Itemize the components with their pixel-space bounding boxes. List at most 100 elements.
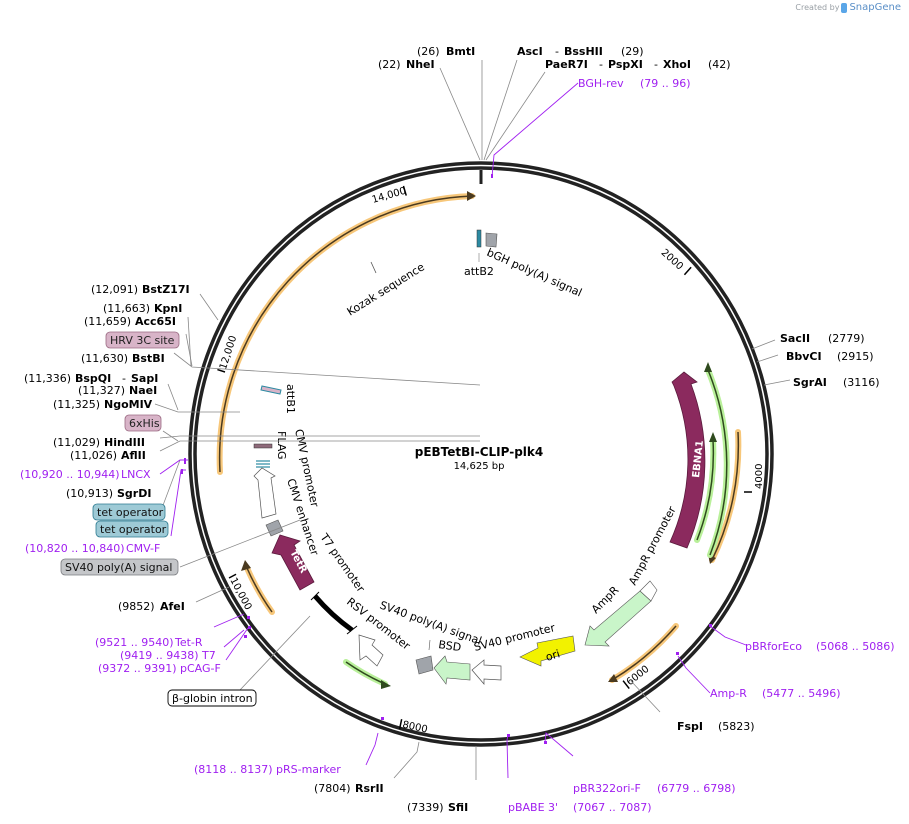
enzyme-nhei[interactable]: (22) NheI: [378, 58, 435, 71]
svg-text:-: -: [555, 45, 559, 58]
svg-text:(11,325): (11,325): [53, 398, 100, 411]
feature-label: EBNA1: [691, 440, 706, 479]
primer-lncx[interactable]: (10,920 .. 10,944)LNCX: [20, 468, 151, 481]
svg-text:BmtI: BmtI: [446, 45, 475, 58]
svg-text:pRS-marker: pRS-marker: [276, 763, 341, 776]
feature-sv40-promoter[interactable]: [471, 659, 502, 685]
label-hrv-3c-site[interactable]: HRV 3C site: [105, 331, 180, 349]
svg-text:(8118 .. 8137): (8118 .. 8137): [194, 763, 273, 776]
feature-ampr-promoter[interactable]: [639, 580, 658, 602]
feature-bgh-polya[interactable]: [485, 232, 498, 248]
svg-text:SgrAI: SgrAI: [793, 376, 827, 389]
svg-text:(10,913): (10,913): [66, 487, 113, 500]
svg-text:PspXI: PspXI: [608, 58, 643, 71]
tick-label: 4000: [754, 464, 765, 489]
enzyme-bspqi-sapi[interactable]: (11,336) BspQI - SapI: [24, 372, 158, 385]
svg-text:SgrDI: SgrDI: [117, 487, 151, 500]
enzyme-sfii[interactable]: (7339) SfiI: [407, 801, 468, 814]
label-tet-operator-1[interactable]: tet operator: [92, 503, 166, 521]
feature-flag[interactable]: [253, 443, 273, 449]
enzyme-sacii[interactable]: SacII (2779): [780, 332, 865, 345]
enzyme-paer7i-pspxi-xhoi[interactable]: PaeR7I - PspXI - XhoI (42): [545, 58, 731, 71]
orf-arc-orange-line: [218, 195, 473, 473]
feature-ampr[interactable]: [584, 580, 658, 647]
svg-text:RsrII: RsrII: [355, 782, 384, 795]
svg-text:AscI: AscI: [517, 45, 543, 58]
enzyme-hindiii[interactable]: (11,029) HindIII: [53, 436, 145, 449]
enzyme-acc65i[interactable]: (11,659) Acc65I: [84, 315, 176, 328]
primer-marks: [181, 174, 712, 744]
snapgene-credit: Created by SnapGene: [795, 2, 901, 13]
enzyme-naei[interactable]: (11,327) NaeI: [78, 384, 157, 397]
enzyme-labels: (22) NheI (26) BmtI AscI - BssHII (29) P…: [24, 45, 880, 814]
feature-attb1[interactable]: [260, 385, 282, 395]
svg-text:-: -: [654, 58, 658, 71]
primer-bgh-rev[interactable]: BGH-rev(79 .. 96): [578, 77, 691, 90]
primer-tet-r[interactable]: (9521 .. 9540)Tet-R: [95, 636, 203, 649]
feature-cmv-promoter[interactable]: [253, 467, 277, 519]
enzyme-asci-bsshii[interactable]: AscI - BssHII (29): [517, 45, 644, 58]
primer-amp-r[interactable]: Amp-R(5477 .. 5496): [710, 687, 841, 700]
enzyme-sgrai[interactable]: SgrAI (3116): [793, 376, 880, 389]
enzyme-afei[interactable]: (9852) AfeI: [118, 600, 185, 613]
primer-cmv-f[interactable]: (10,820 .. 10,840)CMV-F: [25, 542, 160, 555]
primer-prs-marker[interactable]: (8118 .. 8137)pRS-marker: [194, 763, 341, 776]
credit-prefix: Created by: [795, 3, 840, 12]
enzyme-fspi[interactable]: FspI (5823): [677, 720, 755, 733]
credit-brand: SnapGene: [849, 2, 901, 13]
enzyme-sgrdi[interactable]: (10,913) SgrDI: [66, 487, 151, 500]
svg-text:(7804): (7804): [314, 782, 351, 795]
label-beta-globin-intron[interactable]: β-globin intron: [167, 689, 257, 707]
svg-text:BstZ17I: BstZ17I: [142, 283, 190, 296]
svg-text:(22): (22): [378, 58, 401, 71]
svg-text:tet operator: tet operator: [100, 523, 167, 536]
label-tet-operator-2[interactable]: tet operator: [95, 520, 169, 538]
enzyme-bstbi[interactable]: (11,630) BstBI: [81, 352, 165, 365]
feature-rsv-bar[interactable]: [313, 594, 354, 633]
svg-text:BspQI: BspQI: [75, 372, 111, 385]
svg-text:(2779): (2779): [828, 332, 865, 345]
enzyme-bstz17i[interactable]: (12,091) BstZ17I: [91, 283, 190, 296]
svg-text:AfeI: AfeI: [160, 600, 185, 613]
arrowhead-icon: [709, 432, 717, 442]
enzyme-bbvci[interactable]: BbvCI (2915): [786, 350, 874, 363]
svg-text:AflII: AflII: [121, 449, 146, 462]
label-attb2: attB2: [464, 265, 494, 278]
feature-bsd[interactable]: [433, 655, 471, 685]
svg-text:SacII: SacII: [780, 332, 810, 345]
svg-text:CMV-F: CMV-F: [126, 542, 160, 555]
svg-text:(26): (26): [417, 45, 440, 58]
label-flag: FLAG: [275, 431, 288, 460]
feature-ebna1[interactable]: EBNA1: [669, 371, 706, 549]
primer-pbr322ori-f[interactable]: pBR322ori-F(6779 .. 6798): [573, 782, 736, 795]
svg-text:LNCX: LNCX: [121, 468, 151, 481]
enzyme-ngomiv[interactable]: (11,325) NgoMIV: [53, 398, 153, 411]
feature-ori[interactable]: ori: [519, 635, 576, 667]
label-6xhis[interactable]: 6xHis: [124, 414, 162, 432]
primer-pcag-f[interactable]: (9372 .. 9391)pCAG-F: [98, 662, 221, 675]
enzyme-aflii[interactable]: (11,026) AflII: [70, 449, 146, 462]
svg-text:(5823): (5823): [718, 720, 755, 733]
svg-text:(11,659): (11,659): [84, 315, 131, 328]
enzyme-rsrii[interactable]: (7804) RsrII: [314, 782, 384, 795]
primer-t7[interactable]: (9419 .. 9438)T7: [120, 649, 216, 662]
label-sv40-polya-signal[interactable]: SV40 poly(A) signal: [60, 558, 179, 576]
primer-pbrforeco[interactable]: pBRforEco(5068 .. 5086): [745, 640, 895, 653]
svg-text:-: -: [599, 58, 603, 71]
feature-rsv-promoter[interactable]: [358, 634, 384, 667]
snapgene-logo-icon: [841, 2, 848, 13]
svg-text:Acc65I: Acc65I: [135, 315, 176, 328]
svg-text:pCAG-F: pCAG-F: [180, 662, 221, 675]
svg-text:(5477 .. 5496): (5477 .. 5496): [762, 687, 841, 700]
enzyme-kpni[interactable]: (11,663) KpnI: [103, 302, 182, 315]
svg-text:BbvCI: BbvCI: [786, 350, 822, 363]
svg-text:HRV 3C site: HRV 3C site: [110, 334, 175, 347]
feature-sv40-polya[interactable]: [415, 655, 434, 675]
enzyme-bmti[interactable]: (26) BmtI: [417, 45, 475, 58]
svg-text:(10,920 .. 10,944): (10,920 .. 10,944): [20, 468, 120, 481]
primer-pbabe-3[interactable]: pBABE 3'(7067 .. 7087): [508, 801, 652, 814]
feature-tet-operators[interactable]: [256, 460, 270, 468]
svg-text:-: -: [122, 372, 126, 385]
feature-attb2[interactable]: [476, 229, 482, 248]
